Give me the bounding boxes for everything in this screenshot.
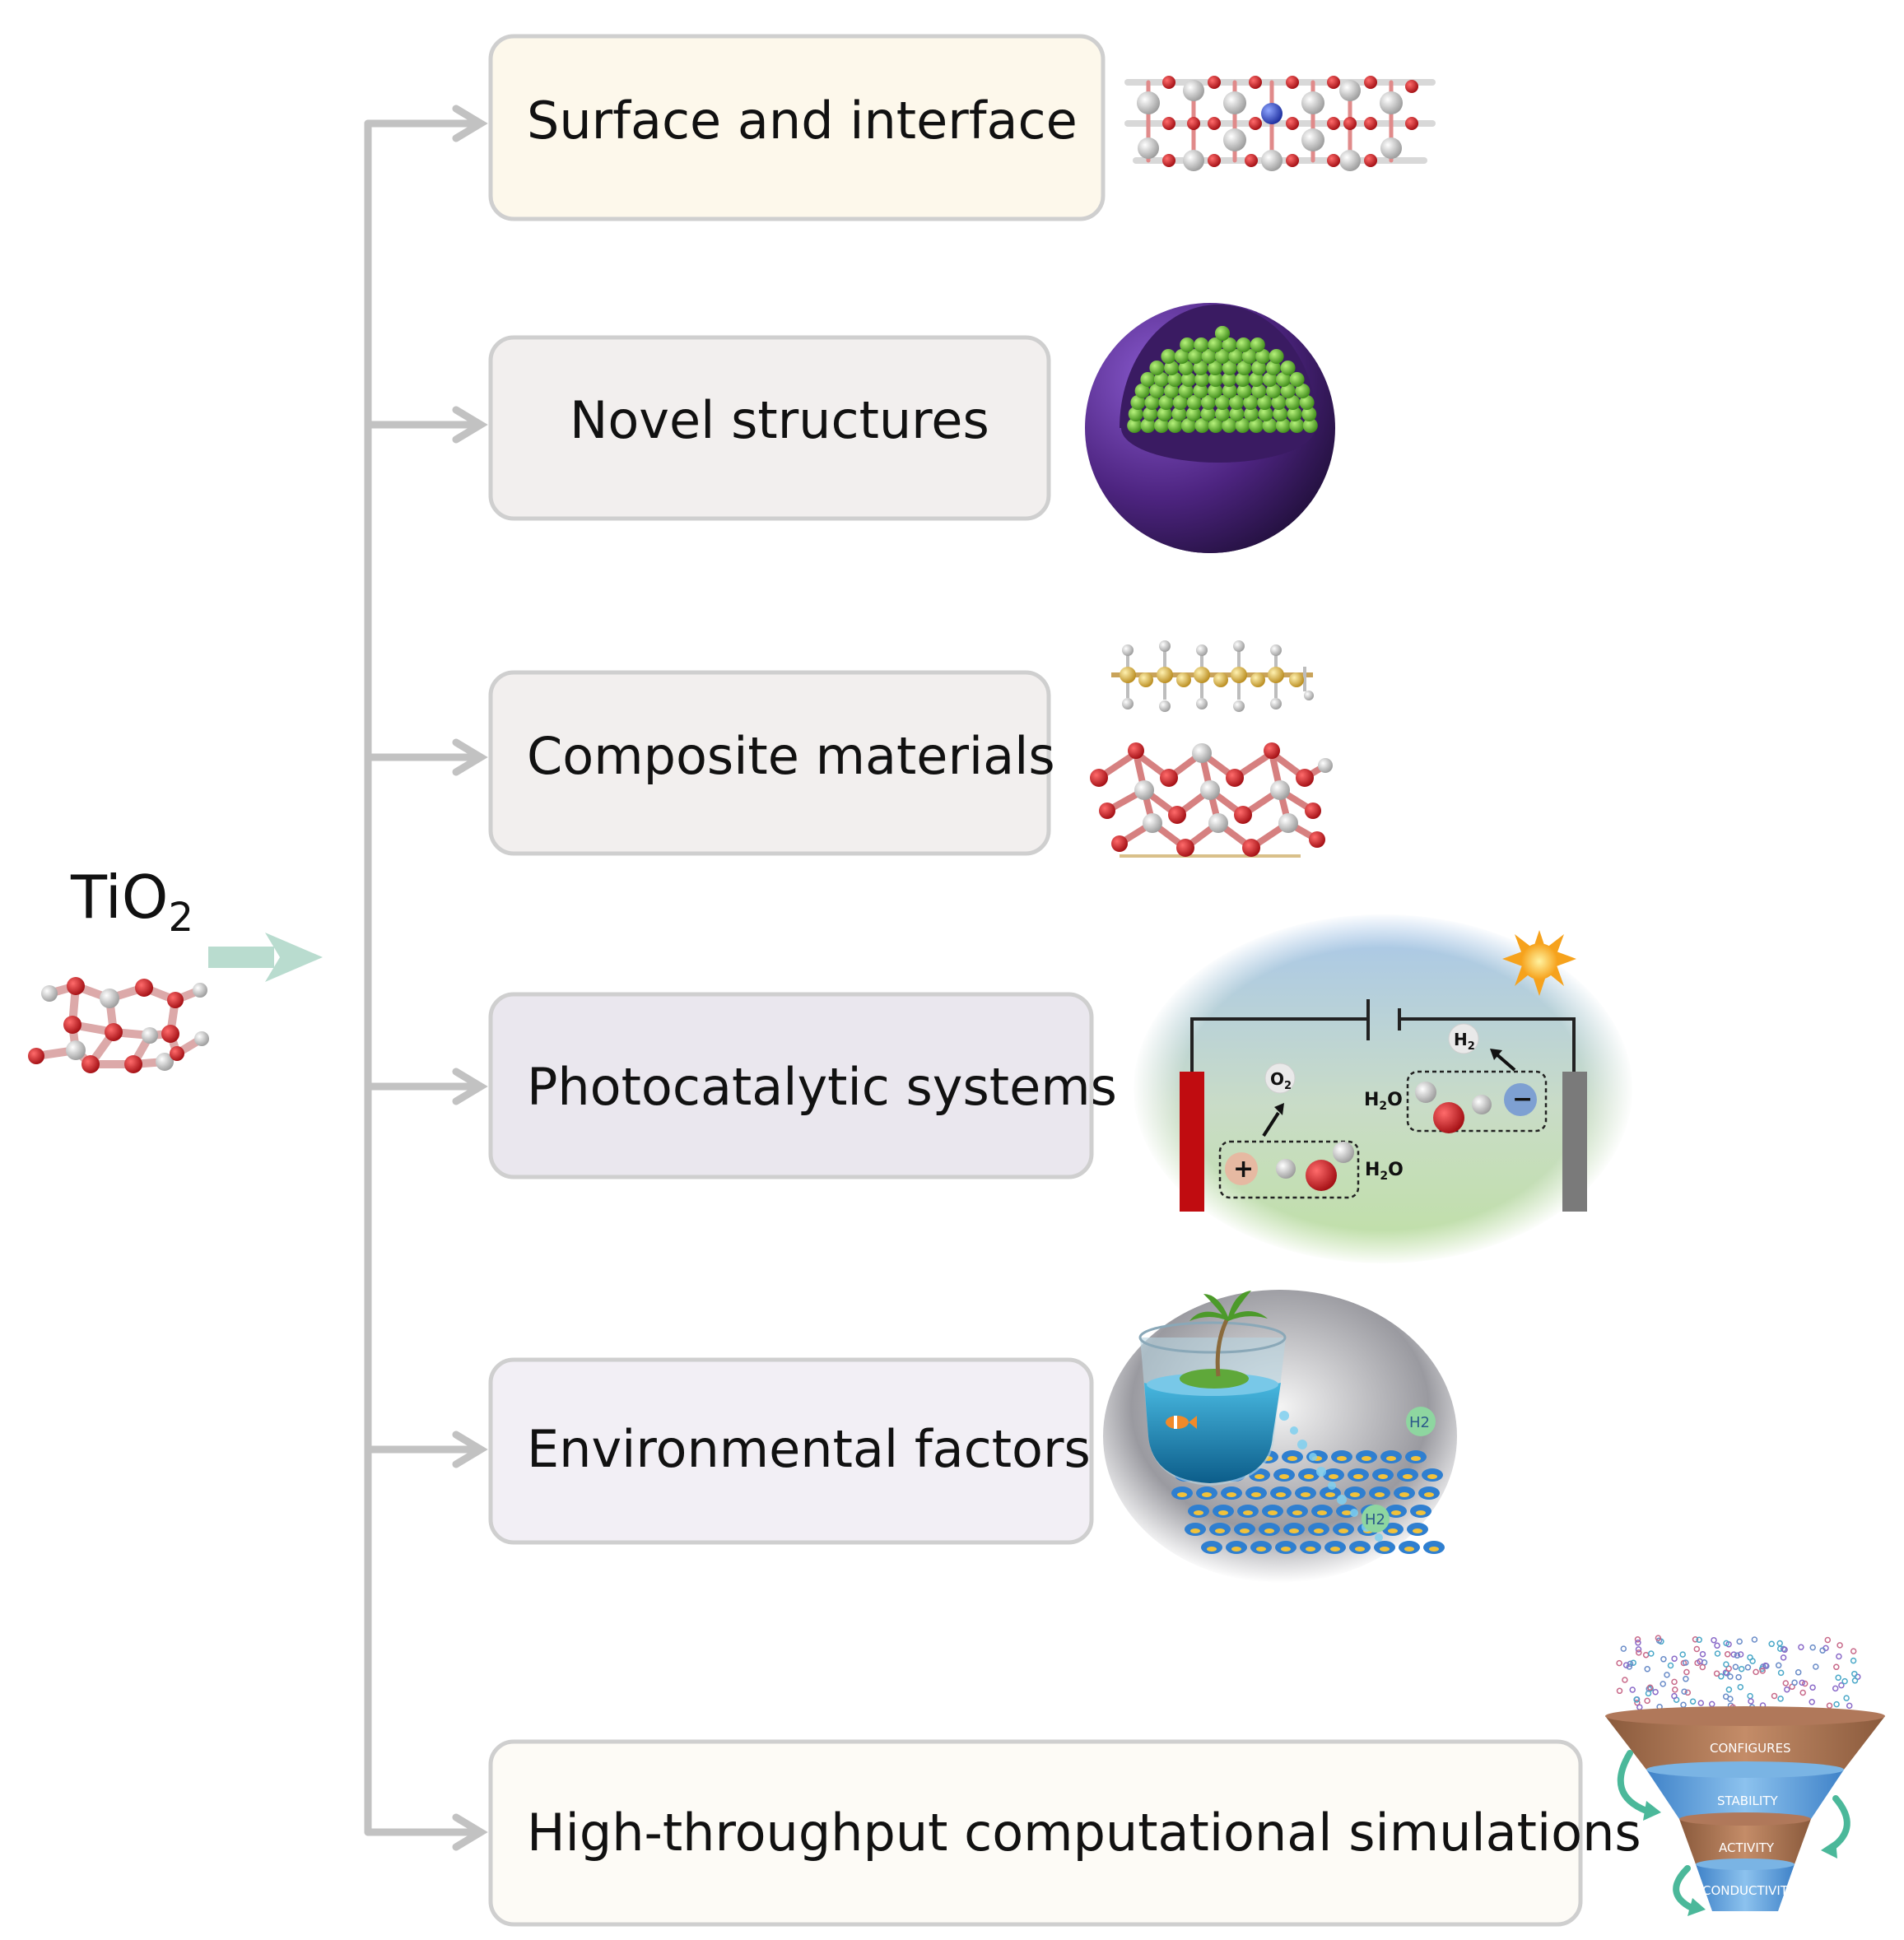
funnel-stage-2: STABILITY bbox=[1646, 1761, 1844, 1819]
bottom-layer bbox=[1090, 742, 1333, 858]
dopant-atom bbox=[1261, 103, 1283, 124]
h2-label: H2 bbox=[1454, 1030, 1475, 1053]
category-label-high-throughput: High-throughput computational simulation… bbox=[527, 1803, 1641, 1863]
funnel-stage-4: CONDUCTIVITY bbox=[1696, 1859, 1796, 1911]
svg-text:TiO2: TiO2 bbox=[70, 863, 193, 941]
category-box-2-frame bbox=[488, 335, 1051, 521]
connector-branch-6 bbox=[364, 1813, 488, 1851]
funnel-particles bbox=[1616, 1635, 1861, 1710]
connector-branch-3 bbox=[364, 738, 488, 776]
funnel-stage-stability: STABILITY bbox=[1717, 1793, 1778, 1808]
fish-icon bbox=[1166, 1416, 1197, 1429]
screening-funnel-illustration: CONFIGURES STABILITY ACTIVITY CONDUCTIVI… bbox=[1605, 1635, 1885, 1916]
env-h2-label-2: H2 bbox=[1365, 1511, 1385, 1528]
o2-label: O2 bbox=[1270, 1069, 1292, 1092]
tio2-molecule-thumbnail bbox=[28, 977, 209, 1073]
connector-branch-5 bbox=[364, 1431, 488, 1468]
connector-tree bbox=[364, 105, 488, 1851]
anode-electrode bbox=[1180, 1072, 1204, 1212]
h2o-left-label: H2O bbox=[1365, 1160, 1404, 1183]
funnel-stage-configures: CONFIGURES bbox=[1710, 1741, 1791, 1756]
env-h2-label-1: H2 bbox=[1409, 1414, 1430, 1431]
environmental-illustration: H2 H2 bbox=[1103, 1290, 1457, 1583]
source-label: TiO2 bbox=[70, 863, 193, 941]
category-box-4-frame bbox=[488, 992, 1094, 1179]
cathode-electrode bbox=[1562, 1072, 1587, 1212]
category-label-novel-structures: Novel structures bbox=[570, 390, 989, 450]
source-arrow bbox=[208, 933, 323, 982]
water-glass bbox=[1138, 1291, 1287, 1486]
category-box-2: Novel structures bbox=[488, 335, 1051, 521]
category-box-5-frame bbox=[488, 1357, 1094, 1545]
category-box-1-frame bbox=[488, 34, 1106, 221]
connector-branch-1 bbox=[364, 105, 488, 142]
green-core-beads bbox=[1127, 326, 1318, 433]
category-box-3-frame bbox=[488, 670, 1051, 856]
source-label-main: TiO bbox=[70, 863, 168, 932]
category-label-surface-interface: Surface and interface bbox=[527, 91, 1078, 151]
surface-slab-illustration bbox=[1124, 76, 1436, 171]
connector-branch-4 bbox=[364, 1068, 488, 1105]
cycle-arrows bbox=[1617, 1750, 1850, 1911]
connector-branch-2 bbox=[364, 406, 488, 444]
minus-sign: − bbox=[1512, 1085, 1533, 1114]
category-label-photocatalytic-systems: Photocatalytic systems bbox=[527, 1057, 1117, 1117]
funnel-stage-1: CONFIGURES bbox=[1605, 1706, 1885, 1770]
photocatalysis-illustration: O2 H2 + H2O − H2O bbox=[1132, 913, 1634, 1265]
category-label-composite-materials: Composite materials bbox=[527, 726, 1055, 786]
core-shell-sphere-illustration bbox=[1085, 303, 1335, 553]
category-label-environmental-factors: Environmental factors bbox=[527, 1419, 1091, 1479]
category-box-6: High-throughput computational simulation… bbox=[488, 1739, 1641, 1927]
source-label-sub: 2 bbox=[168, 895, 193, 941]
category-box-5: Environmental factors bbox=[488, 1357, 1094, 1545]
top-layer bbox=[1111, 640, 1314, 712]
category-box-1: Surface and interface bbox=[488, 34, 1106, 221]
funnel-stage-3: ACTIVITY bbox=[1679, 1812, 1811, 1864]
funnel-stage-conductivity: CONDUCTIVITY bbox=[1702, 1883, 1796, 1898]
funnel-stage-activity: ACTIVITY bbox=[1719, 1840, 1775, 1855]
composite-layers-illustration bbox=[1090, 640, 1333, 858]
category-box-3: Composite materials bbox=[488, 670, 1055, 856]
h2o-right-label: H2O bbox=[1364, 1090, 1403, 1113]
category-box-4: Photocatalytic systems bbox=[488, 992, 1117, 1179]
plus-sign: + bbox=[1233, 1155, 1254, 1184]
sun-icon bbox=[1502, 930, 1576, 996]
circuit-wire bbox=[1190, 999, 1576, 1072]
category-box-6-frame bbox=[488, 1739, 1583, 1927]
